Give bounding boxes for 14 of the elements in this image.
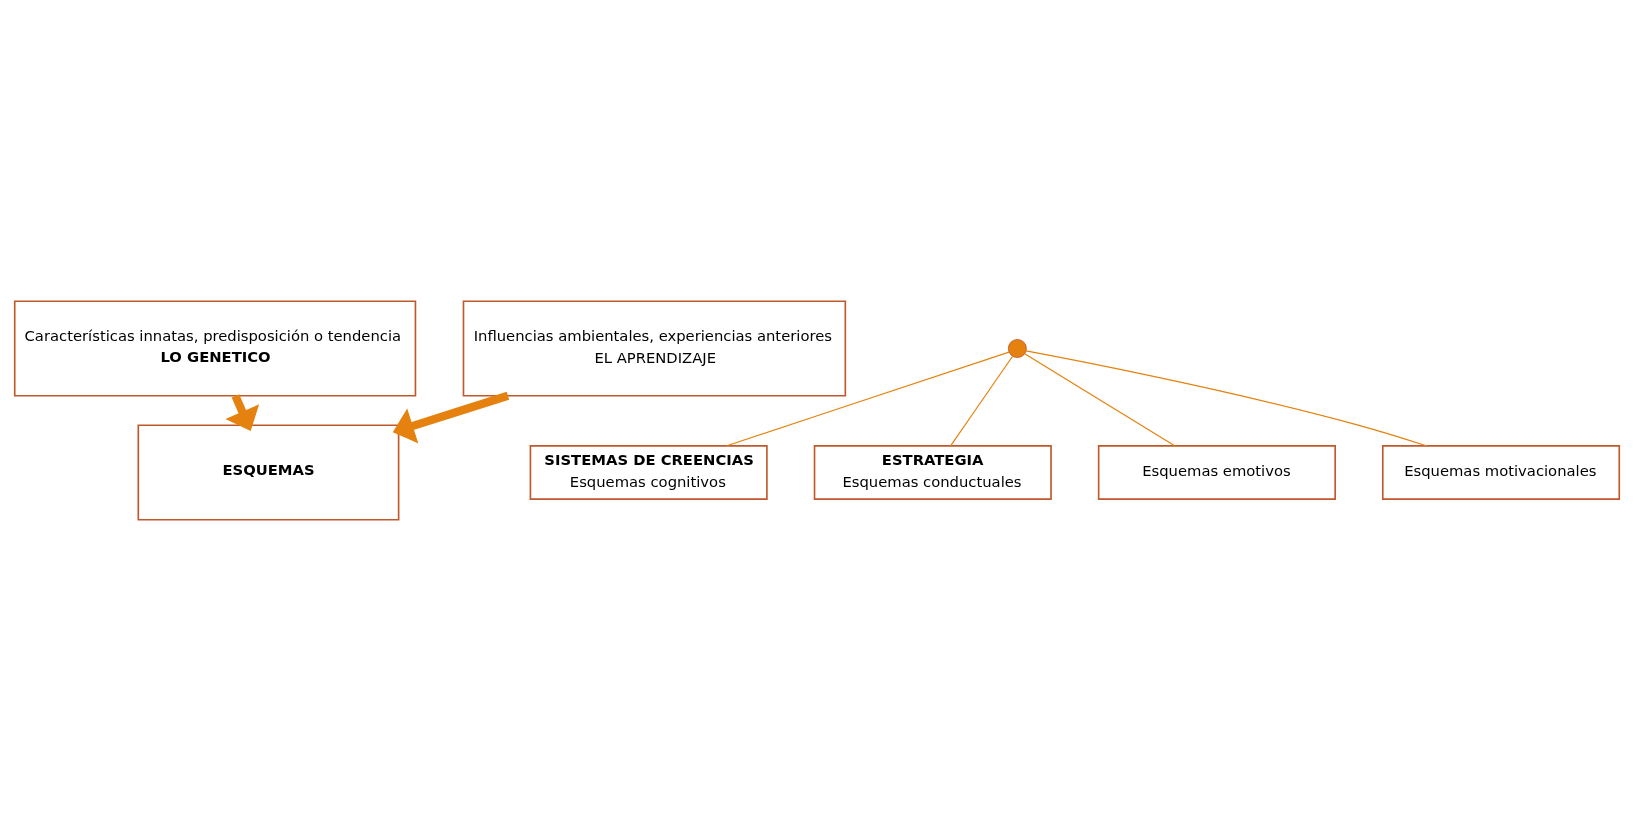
connector [726, 351, 1010, 447]
node-box: Esquemas motivacionales [1381, 445, 1621, 500]
node-box: Esquemas emotivos [1097, 445, 1336, 500]
node-box: Características innatas, predisposición o tendencia LO GENETICO [13, 300, 417, 397]
node-box: Influencias ambientales, experiencias anteriores EL APRENDIZAJE [462, 300, 847, 397]
connector [1024, 353, 1176, 447]
arrow [392, 391, 510, 444]
node-box: ESQUEMAS [137, 424, 400, 521]
node-circle [1007, 339, 1027, 358]
node-box: SISTEMAS DE CREENCIAS Esquemas cognitivos [529, 445, 768, 500]
connector [1025, 350, 1427, 447]
arrow [225, 394, 260, 431]
connector [950, 355, 1014, 447]
node-box: ESTRATEGIA Esquemas conductuales [813, 445, 1052, 500]
